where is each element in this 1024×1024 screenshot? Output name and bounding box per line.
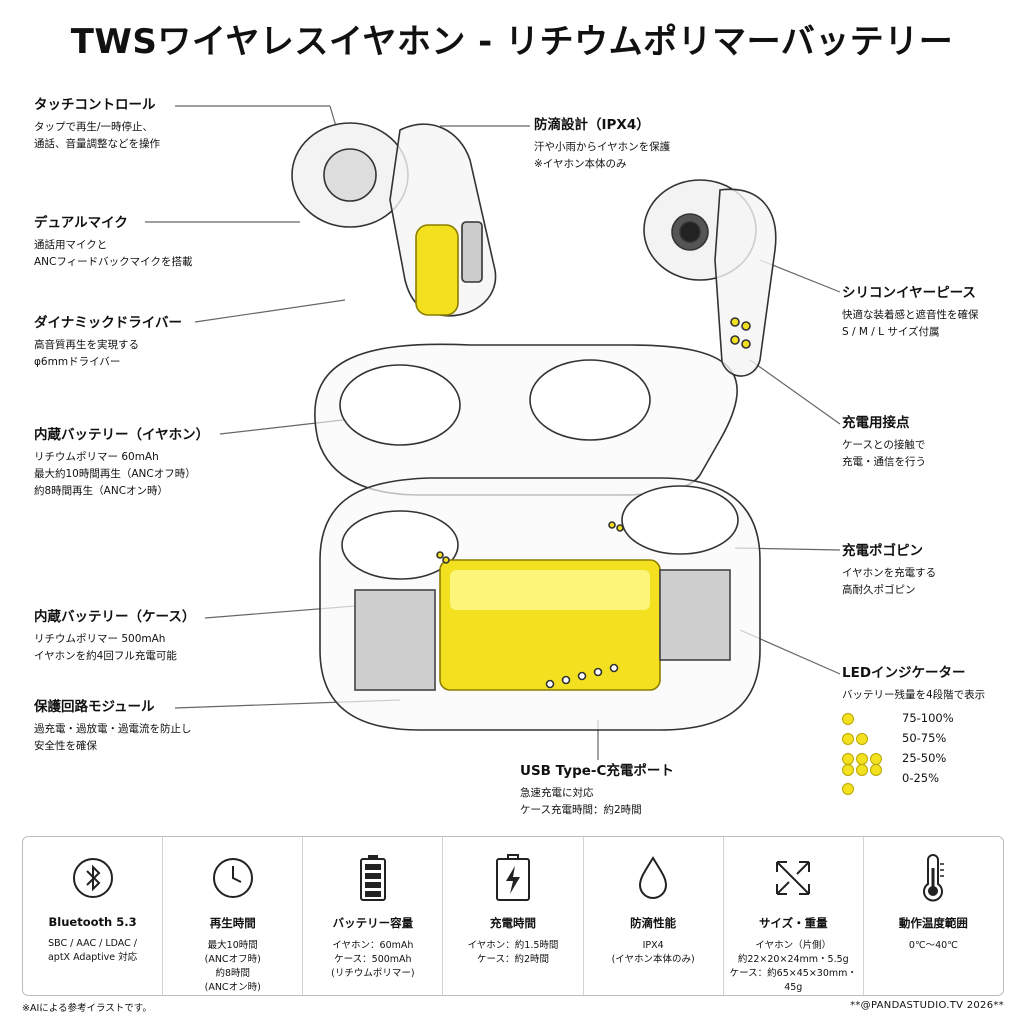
callout-touch-control: タッチコントロール タップで再生/一時停止、通話、音量調整などを操作 — [34, 97, 160, 150]
led-dots — [842, 729, 894, 748]
led-dot-icon — [842, 713, 854, 725]
spec-temperature: 動作温度範囲 0℃〜40℃ — [864, 837, 1003, 995]
spec-battery-capacity: バッテリー容量 イヤホン：60mAh ケース：500mAh (リチウムポリマー) — [303, 837, 444, 995]
spec-size-weight: サイズ・重量 イヤホン（片側） 約22×20×24mm・5.5g ケース：約65… — [724, 837, 864, 995]
callout-usb-c: USB Type-C充電ポート 急速充電に対応ケース充電時間：約2時間 — [520, 763, 674, 816]
thermometer-icon — [864, 853, 1003, 903]
expand-arrows-icon — [724, 853, 863, 903]
led-legend-row: 0-25% — [842, 763, 985, 795]
left-earbud — [291, 122, 497, 317]
led-legend-row: 25-50% — [842, 748, 985, 768]
led-legend: 75-100% 50-75% 25-50% 0-25% — [842, 708, 985, 795]
led-level-label: 50-75% — [902, 731, 947, 745]
page-title: TWSワイヤレスイヤホン - リチウムポリマーバッテリー — [70, 22, 954, 62]
led-dots — [842, 749, 894, 768]
credit: **@PANDASTUDIO.TV 2026** — [850, 1000, 1004, 1011]
charging-icon — [443, 853, 582, 903]
led-dot-icon — [842, 782, 854, 795]
case-body — [319, 477, 761, 731]
spec-bluetooth: Bluetooth 5.3 SBC / AAC / LDAC / aptX Ad… — [23, 837, 164, 995]
callout-charging-contacts: 充電用接点 ケースとの接触で充電・通信を行う — [842, 415, 926, 468]
callout-protection-circuit: 保護回路モジュール 過充電・過放電・過電流を防止し安全性を確保 — [34, 699, 192, 752]
led-level-label: 25-50% — [902, 751, 947, 765]
spec-bar: Bluetooth 5.3 SBC / AAC / LDAC / aptX Ad… — [22, 836, 1004, 996]
case-lid — [314, 343, 738, 496]
callout-pogo-pins: 充電ポゴピン イヤホンを充電する高耐久ポゴピン — [842, 543, 937, 596]
led-dots — [842, 759, 894, 797]
footnote: ※AIによる参考イラストです。 — [22, 1003, 152, 1014]
callout-waterproof: 防滴設計（IPX4） 汗や小雨からイヤホンを保護※イヤホン本体のみ — [534, 117, 671, 170]
leader-contacts — [749, 359, 841, 425]
callout-led-indicator: LEDインジケーター バッテリー残量を4段階で表示 75-100%50-75%2… — [842, 664, 985, 795]
clock-icon — [163, 853, 302, 903]
led-level-label: 0-25% — [902, 771, 940, 785]
spec-playtime: 再生時間 最大10時間 (ANCオフ時) 約8時間 (ANCオン時) — [163, 837, 304, 995]
bluetooth-icon — [23, 853, 162, 903]
led-dot-icon — [856, 763, 868, 776]
earbud-battery — [415, 224, 459, 316]
leader-driver — [194, 299, 346, 323]
led-level-label: 75-100% — [902, 711, 954, 725]
led-dots — [842, 709, 894, 728]
water-drop-icon — [584, 853, 723, 903]
led-dot-icon — [856, 733, 868, 745]
led-dot-icon — [842, 733, 854, 745]
led-legend-row: 50-75% — [842, 728, 985, 748]
spec-waterproof: 防滴性能 IPX4 (イヤホン本体のみ) — [584, 837, 724, 995]
protection-circuit — [354, 589, 436, 691]
battery-icon — [303, 853, 442, 903]
right-earbud — [643, 179, 777, 377]
led-legend-row: 75-100% — [842, 708, 985, 728]
spec-charge-time: 充電時間 イヤホン：約1.5時間 ケース：約2時間 — [443, 837, 584, 995]
led-dot-icon — [842, 763, 854, 776]
led-dot-icon — [870, 763, 882, 776]
earbuds-case-illustration — [145, 105, 841, 760]
